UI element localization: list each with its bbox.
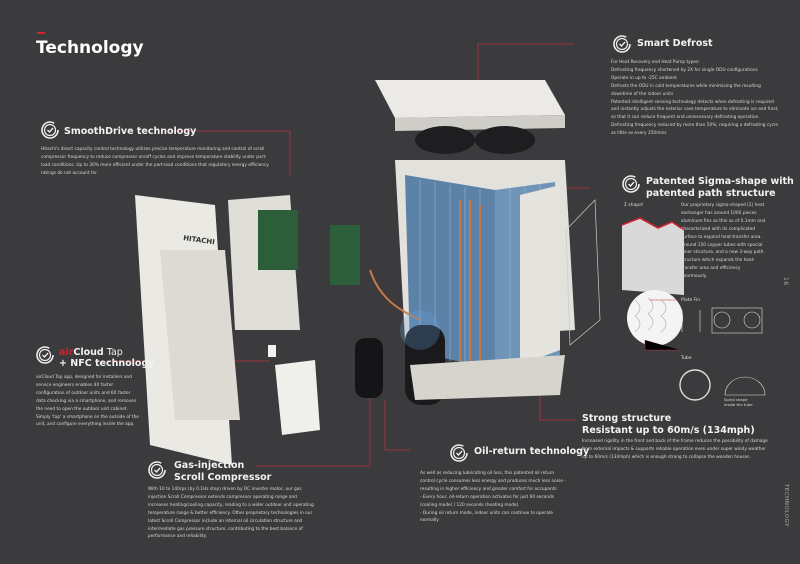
smoothdrive-body: Hitachi's direct capacity control techno… [41,147,269,176]
defrost-line: Defrosting frequency reduced by more tha… [611,123,778,137]
electrical-box [275,360,320,435]
sigma-shape-label: Σ shape! [624,203,644,208]
brand-tap: Tap [103,347,123,358]
oil-body: As well as reducing lubricating oil loss… [420,471,566,492]
plate-fin-diagrams [679,307,766,401]
smoothdrive-heading: SmoothDrive technology [64,126,197,137]
side-panel [520,185,560,365]
aircloud-heading-2: + NFC technology [59,358,155,369]
sigma-body: Our proprietary sigma-shaped (Σ) heat ex… [681,203,766,280]
spiral-label-2: inside the tube [724,402,753,407]
spiral-label-1: Spiral shape [724,397,748,402]
sigma-heading-1: Patented Sigma-shape with [646,176,794,187]
defrost-line: Defrosting frequency shortened by 2X for… [611,67,758,73]
guard-grille [565,199,601,346]
page-number: 16 [782,277,789,286]
defrost-line: Defrosts the ODU in cold temperatures wh… [611,83,761,97]
brand-air: air [59,347,74,358]
sigma-heading-2: patented path structure [646,188,776,199]
aircloud-body: airCloud Tap app, designed for installer… [36,375,139,428]
strong-heading-2: Resistant up to 60m/s (134mph) [582,425,755,436]
gas-body: With 10 to 140rps (by 0.1Hz step) driven… [148,487,314,540]
plate-fin-label: Plate Fin [681,298,701,303]
copper-pipes [369,200,481,372]
defrost-line: Patented intelligent sensing technology … [611,99,779,121]
tube-label: Tube [681,356,692,361]
nfc-tag [268,345,276,357]
sigma-fin-illustration [621,217,685,295]
defrost-line: Operate in up to -25C ambient [611,75,677,81]
smart-defrost-heading: Smart Defrost [637,38,713,49]
brand-cloud: Cloud [73,347,104,358]
gas-heading-2: Scroll Compressor [174,472,272,483]
pcb-board-2 [330,225,360,285]
strong-heading-1: Strong structure [582,413,672,424]
page-title: Technology [36,38,144,58]
pcb-board [258,210,298,270]
gas-heading-1: Gas-injection [174,460,245,471]
top-fan-panel [375,80,565,131]
tube-detail-circle [627,290,683,346]
fans [415,126,535,154]
base-frame [410,355,565,400]
oil-bullet: - Every hour, oil-return operation activ… [420,494,554,508]
title-accent-bar [37,32,45,34]
side-label: TECHNOLOGY [783,484,789,527]
oil-return-heading: Oil-return technology [474,446,590,457]
defrost-line: For Heat Recovery and Heat Pump types: [611,60,700,65]
oil-bullet: - During oil return mode, indoor units c… [420,510,554,524]
strong-body: Increased rigidity in the front and back… [582,439,768,460]
